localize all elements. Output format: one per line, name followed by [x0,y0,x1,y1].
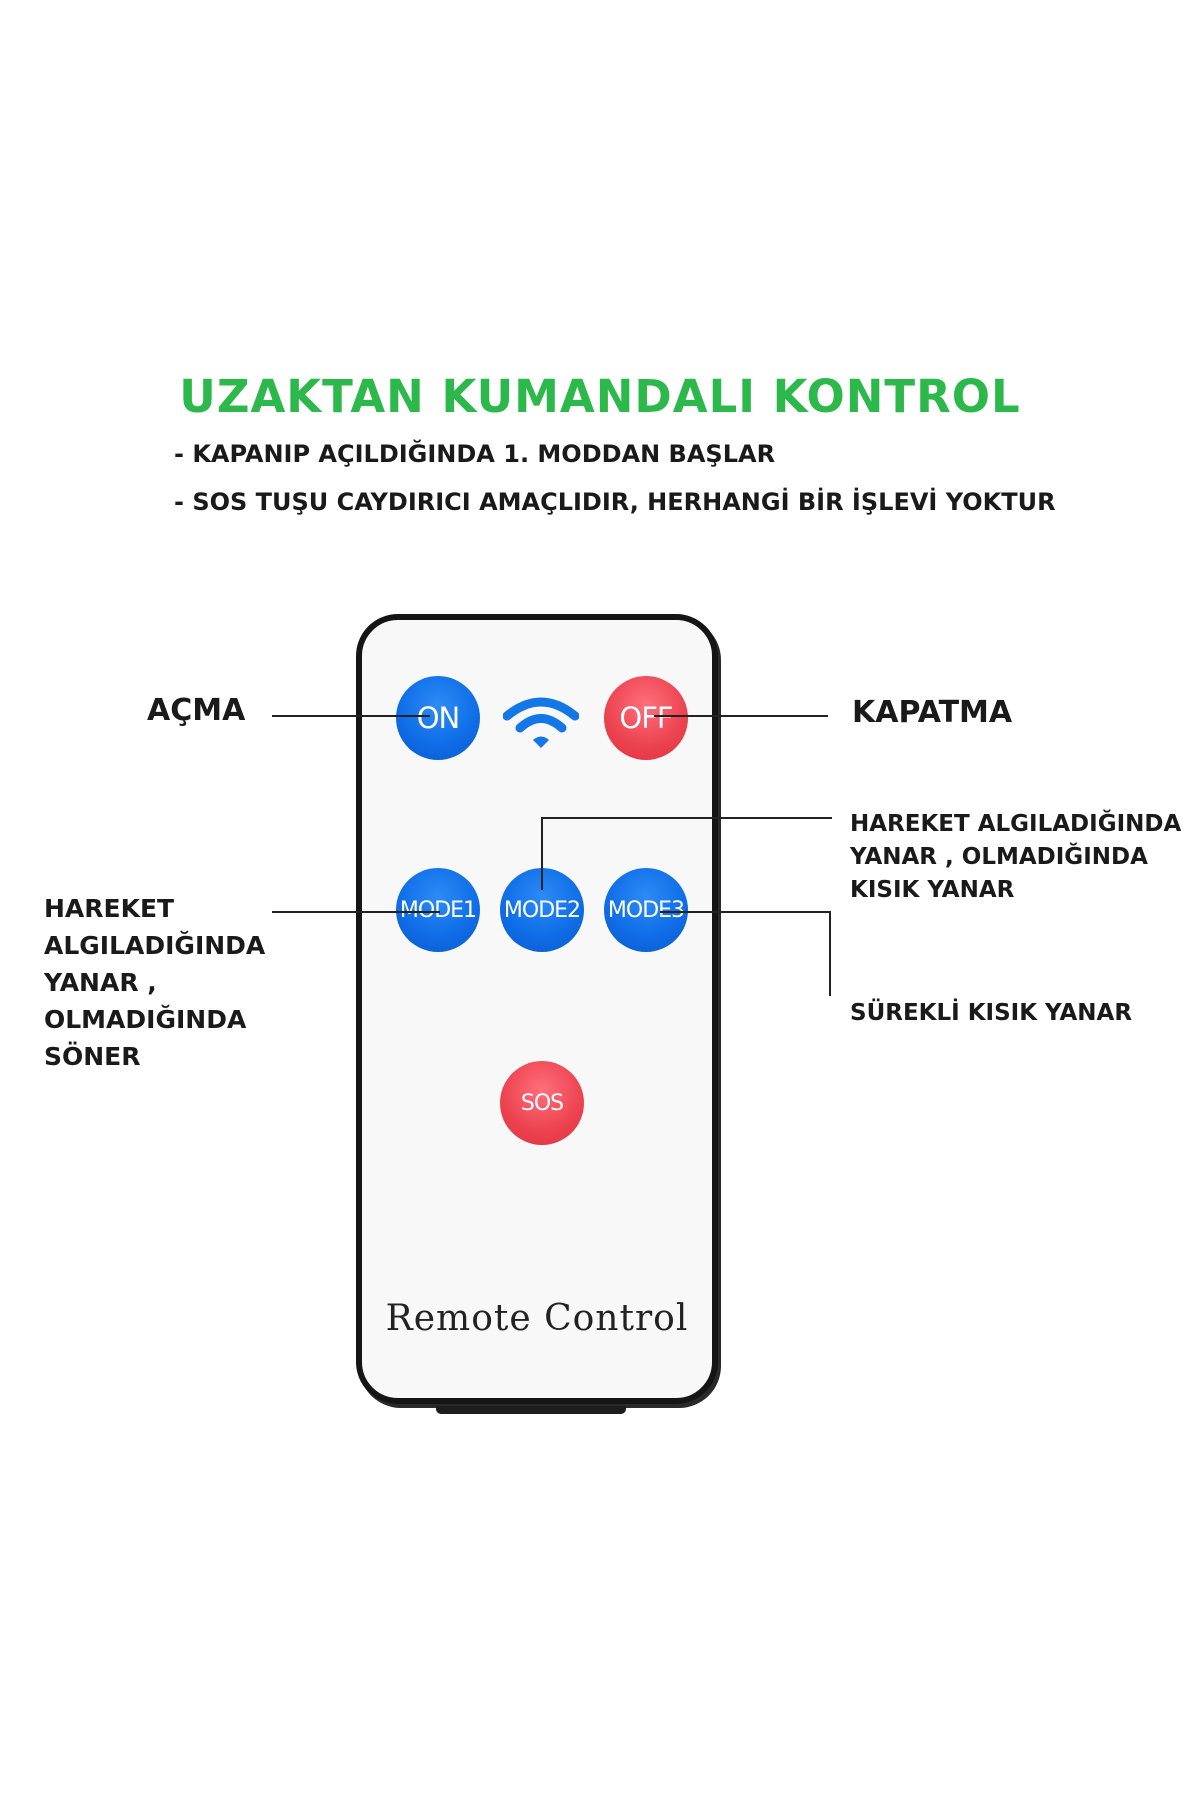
callout-mode2: HAREKET ALGILADIĞINDA YANAR , OLMADIĞIND… [850,811,1182,903]
callout-off: KAPATMA [852,695,1013,730]
callout-on: AÇMA [147,693,246,728]
callout-line-mode3 [660,911,831,996]
mode3-button[interactable]: MODE3 [604,868,688,952]
wifi-dot [533,736,549,748]
sos-button[interactable]: SOS [500,1061,584,1145]
wifi-arc-middle [515,714,567,733]
wifi-icon [503,697,579,748]
wifi-arc-outer [503,697,579,721]
remote-control-base [436,1406,626,1414]
off-button[interactable]: OFF [604,676,688,760]
callout-line-mode2 [541,817,832,890]
mode1-button[interactable]: MODE1 [396,868,480,952]
note-first-mode: - KAPANIP AÇILDIĞINDA 1. MODDAN BAŞLAR [174,440,776,468]
note-sos-button: - SOS TUŞU CAYDIRICI AMAÇLIDIR, HERHANGİ… [174,488,1056,516]
page-title: UZAKTAN KUMANDALI KONTROL [179,370,1021,423]
mode2-button[interactable]: MODE2 [500,868,584,952]
on-button[interactable]: ON [396,676,480,760]
remote-control-label: Remote Control [385,1298,689,1339]
callout-mode3: SÜREKLİ KISIK YANAR [850,1000,1133,1026]
callout-mode1: HAREKET ALGILADIĞINDA YANAR , OLMADIĞIND… [44,894,266,1071]
